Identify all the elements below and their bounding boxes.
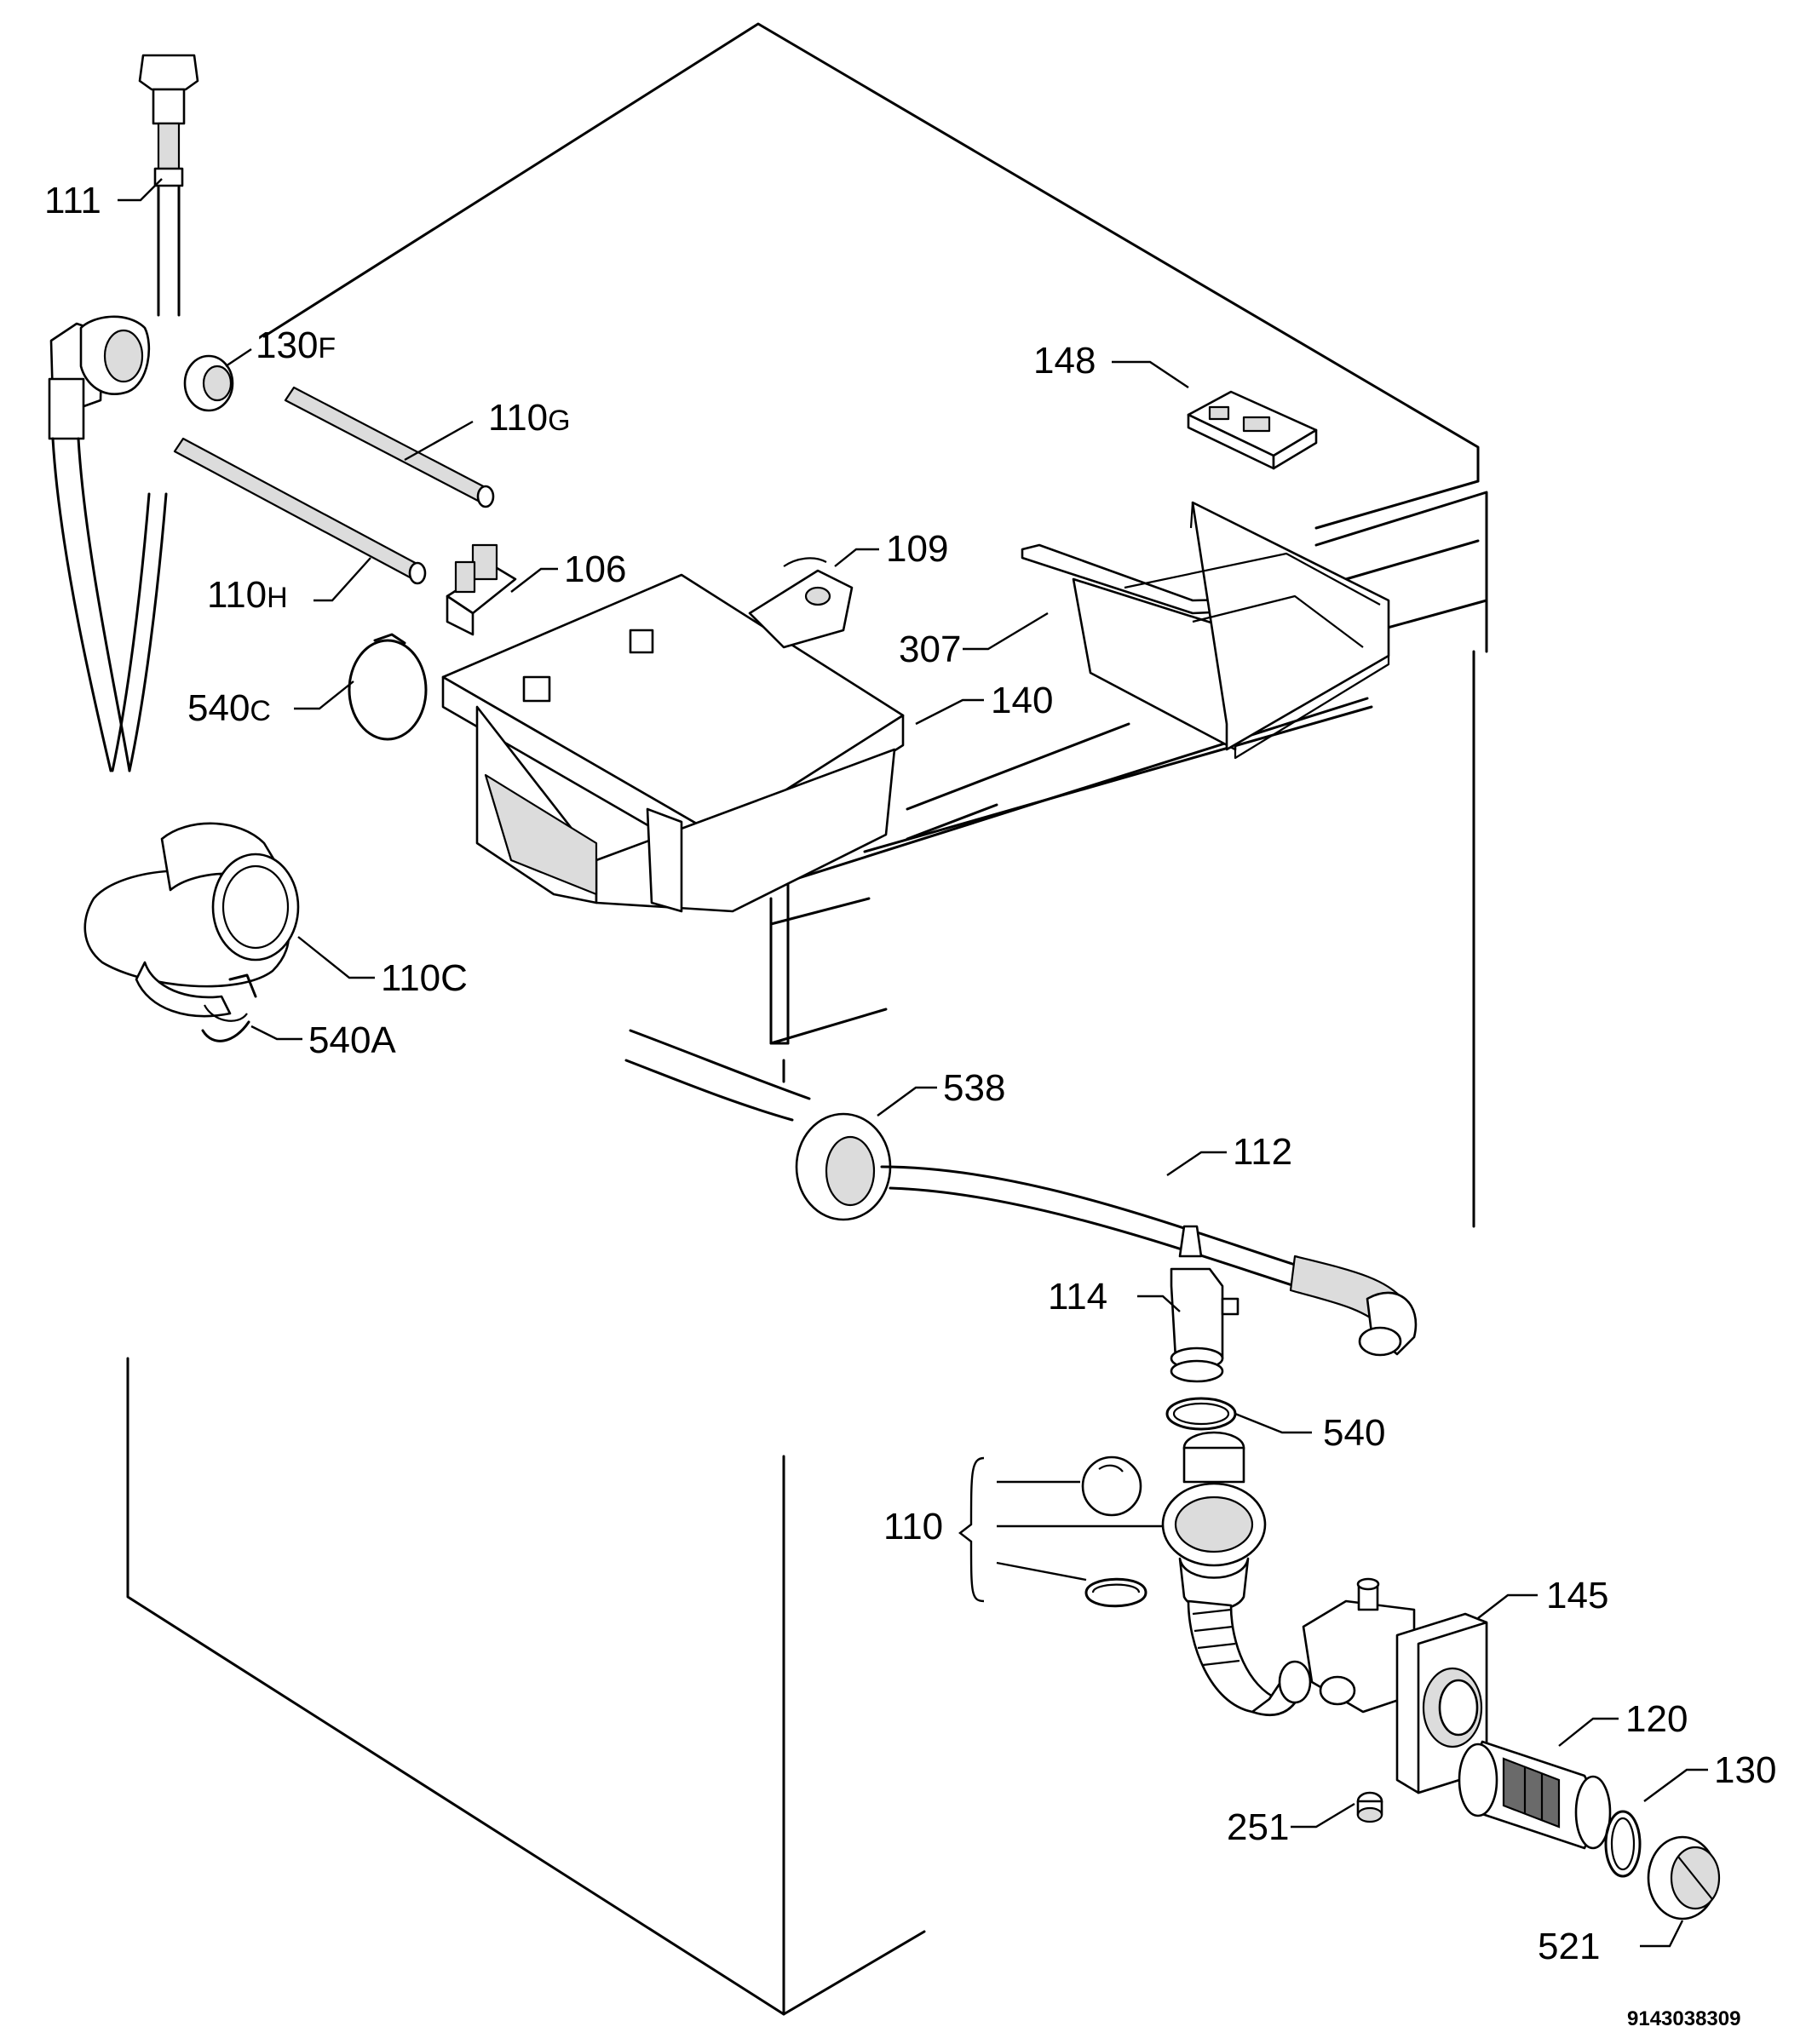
callout-label-110G: 110G bbox=[488, 397, 571, 439]
leader-lines bbox=[118, 178, 1708, 1948]
callout-label-251: 251 bbox=[1227, 1806, 1289, 1848]
ring-540 bbox=[1165, 1397, 1237, 1431]
callout-labels: 111 130F 110G 110H 106 109 148 307 540C … bbox=[44, 180, 1776, 1967]
callout-label-148: 148 bbox=[1033, 340, 1096, 382]
callout-label-538: 538 bbox=[943, 1067, 1005, 1109]
callout-label-540A: 540A bbox=[308, 1019, 396, 1061]
callout-label-130F: 130F bbox=[256, 324, 336, 366]
pump-145 bbox=[1302, 1577, 1488, 1794]
callout-label-540C: 540C bbox=[187, 687, 271, 729]
callout-label-112: 112 bbox=[1233, 1131, 1292, 1173]
callout-label-540: 540 bbox=[1323, 1412, 1385, 1454]
callout-label-110: 110 bbox=[883, 1506, 943, 1547]
callout-label-109: 109 bbox=[886, 528, 948, 570]
callout-label-521: 521 bbox=[1538, 1926, 1600, 1967]
air-chamber-114 bbox=[1170, 1225, 1239, 1383]
grommet-538 bbox=[795, 1112, 892, 1221]
filter-120 bbox=[1458, 1740, 1612, 1850]
nut-130F bbox=[183, 354, 234, 412]
pump-housing-group-110 bbox=[1081, 1431, 1312, 1716]
tubes-110G-110H bbox=[173, 386, 495, 585]
callout-label-130: 130 bbox=[1714, 1749, 1776, 1791]
drain-hose-112 bbox=[880, 1165, 1418, 1357]
callout-label-110H: 110H bbox=[207, 574, 288, 616]
cap-521 bbox=[1647, 1835, 1721, 1921]
callout-label-307: 307 bbox=[899, 629, 961, 670]
callout-label-145: 145 bbox=[1546, 1575, 1608, 1616]
clamp-540A bbox=[201, 973, 257, 1042]
clamp-540C bbox=[348, 633, 428, 741]
callout-label-111: 111 bbox=[44, 180, 101, 221]
bellows-110C bbox=[83, 822, 300, 1022]
cap-251 bbox=[1356, 1791, 1383, 1823]
callout-label-106: 106 bbox=[564, 548, 626, 590]
callout-label-114: 114 bbox=[1048, 1276, 1107, 1318]
part-148 bbox=[1187, 390, 1318, 470]
diagram-code: 9143038309 bbox=[1627, 2007, 1740, 2030]
inlet-hose-111 bbox=[48, 54, 199, 772]
cabinet-outline bbox=[126, 22, 1488, 2016]
drawer-307 bbox=[1021, 501, 1390, 760]
dispenser-housing-140 bbox=[441, 569, 905, 913]
callout-label-140: 140 bbox=[991, 680, 1053, 721]
lid-109 bbox=[783, 557, 827, 567]
callout-label-120: 120 bbox=[1625, 1698, 1688, 1740]
gasket-130 bbox=[1604, 1810, 1642, 1878]
callout-label-110C: 110C bbox=[381, 957, 468, 999]
valve-106 bbox=[446, 543, 517, 636]
